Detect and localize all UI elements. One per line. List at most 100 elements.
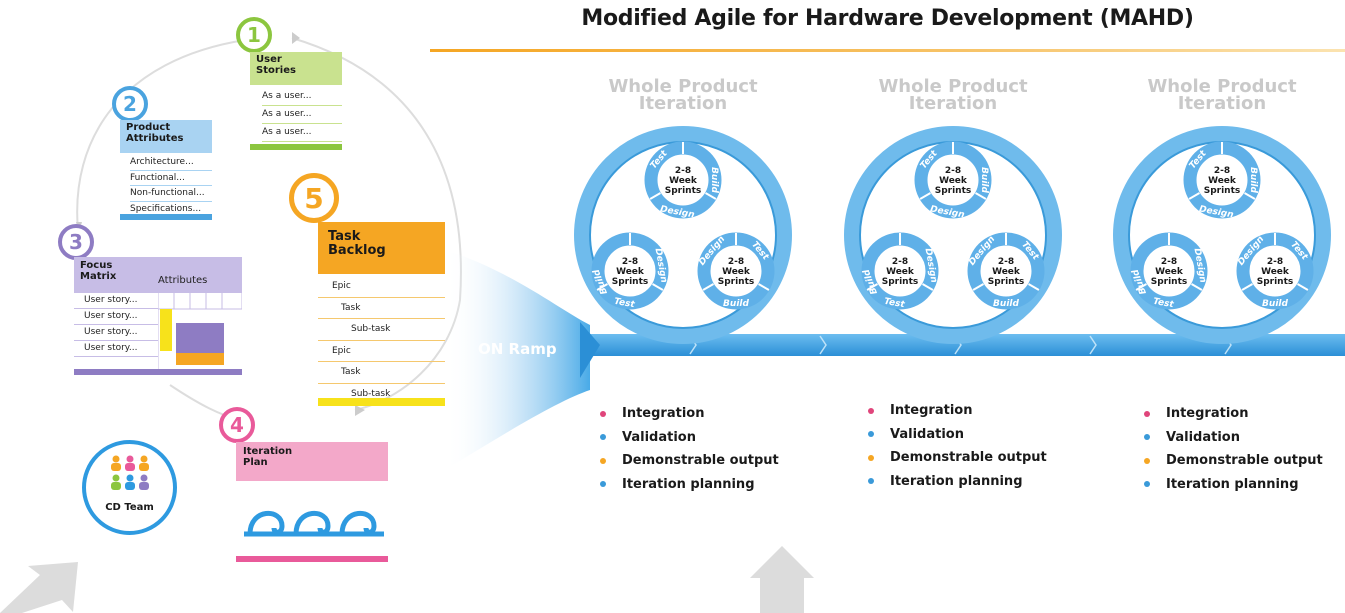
outcome-item: Demonstrable output	[868, 446, 1047, 470]
outcome-label: Validation	[622, 429, 696, 445]
sprint-divider	[758, 283, 770, 291]
outcome-label: Iteration planning	[890, 473, 1023, 489]
attribute-row: Specifications...	[130, 203, 202, 214]
task-backlog-header: Task Backlog	[318, 222, 445, 274]
focus-matrix-row: User story...	[74, 325, 158, 341]
team-people-icon	[111, 455, 149, 490]
sprint-cycle-center	[875, 246, 925, 296]
bullet-dot-icon	[600, 481, 606, 488]
sprint-divider	[1028, 283, 1040, 291]
task-backlog-title-2: Backlog	[328, 242, 386, 258]
phase-label-build: Build	[723, 299, 749, 309]
outcome-item: Demonstrable output	[1144, 449, 1323, 473]
bullet-dot-icon	[868, 407, 874, 414]
phase-label-build: Build	[1262, 299, 1288, 309]
sprint-duration-text: Sprints	[665, 186, 702, 196]
sprint-divider	[975, 192, 987, 200]
focus-matrix-grid	[158, 293, 242, 369]
backlog-row-subtask: Sub-task	[318, 319, 445, 341]
sprint-duration-text: Sprints	[718, 277, 755, 287]
grey-arrow-left	[0, 562, 78, 613]
bullet-dot-icon	[868, 454, 874, 461]
focus-matrix-title-2: Matrix	[80, 271, 117, 282]
iteration-loops-icon	[244, 510, 384, 537]
iteration-title-line1: Whole Product	[1147, 76, 1297, 97]
sprint-duration-text: Week	[1208, 176, 1237, 186]
on-ramp-funnel	[445, 250, 590, 470]
sprint-divider	[922, 283, 934, 291]
sprint-duration-text: Week	[616, 267, 645, 277]
cd-team-label: CD Team	[105, 502, 154, 513]
task-backlog-card: Task Backlog Epic Task Sub-task Epic Tas…	[318, 222, 445, 406]
focus-matrix-footer	[74, 369, 242, 375]
outcome-label: Demonstrable output	[1166, 453, 1323, 469]
iteration-plan-footer	[236, 556, 388, 562]
sprint-duration-text: Week	[722, 267, 751, 277]
sprint-cycle-center	[1197, 155, 1247, 205]
step-4-number: 4	[219, 407, 255, 443]
bullet-dot-icon	[600, 410, 606, 417]
sprint-divider	[866, 283, 878, 291]
outcome-label: Demonstrable output	[622, 453, 779, 469]
sprint-divider	[652, 283, 664, 291]
step-2-number: 2	[112, 86, 148, 122]
bullet-dot-icon	[868, 431, 874, 438]
task-backlog-title-1: Task	[328, 229, 361, 244]
outcome-label: Iteration planning	[1166, 476, 1299, 492]
iteration-plan-title-1: Iteration	[243, 446, 293, 457]
backlog-row-task: Task	[318, 362, 445, 384]
sprint-duration-text: Week	[1155, 267, 1184, 277]
outcome-item: Integration	[1144, 402, 1323, 426]
sprint-divider	[702, 283, 714, 291]
sprint-duration-text: Sprints	[1257, 277, 1294, 287]
focus-matrix-card: Focus Matrix Attributes User story... Us…	[74, 257, 242, 375]
sprint-cycle-center	[605, 246, 655, 296]
focus-matrix-attributes-label: Attributes	[158, 275, 208, 286]
focus-matrix-row: User story...	[74, 341, 158, 357]
focus-matrix-rows: User story... User story... User story..…	[74, 293, 158, 357]
user-stories-card: User Stories As a user... As a user... A…	[250, 52, 342, 150]
product-attributes-header: Product Attributes	[120, 120, 212, 153]
grey-arrow-center	[750, 546, 814, 613]
sprint-duration-text: 2-8	[675, 166, 691, 176]
sprint-cycle-center	[928, 155, 978, 205]
sprint-duration-text: Sprints	[1151, 277, 1188, 287]
focus-matrix-row: User story...	[74, 293, 158, 309]
sprint-duration-text: 2-8	[945, 166, 961, 176]
user-story-row: As a user...	[262, 106, 342, 124]
bullet-dot-icon	[1144, 434, 1150, 441]
bullet-dot-icon	[1144, 481, 1150, 488]
on-ramp-label: ON Ramp	[478, 340, 557, 358]
user-story-row: As a user...	[262, 88, 342, 106]
sprint-duration-text: Week	[939, 176, 968, 186]
phase-label-build: Build	[993, 299, 1019, 309]
product-attributes-title-1: Product	[126, 122, 171, 133]
sprint-duration-text: 2-8	[1161, 257, 1177, 267]
sprint-duration-text: Sprints	[612, 277, 649, 287]
diagram-title: Modified Agile for Hardware Development …	[581, 6, 1194, 31]
product-attributes-card: Product Attributes Architecture... Funct…	[120, 120, 212, 220]
attribute-row: Non-functional...	[130, 186, 212, 202]
outcome-item: Integration	[868, 399, 1047, 423]
cycle-arc	[76, 39, 246, 231]
sprint-duration-text: Week	[1261, 267, 1290, 277]
sprint-duration-text: 2-8	[622, 257, 638, 267]
iteration-title-line2: Iteration	[638, 93, 728, 115]
backlog-row-epic: Epic	[318, 276, 445, 298]
sprint-cycle-center	[658, 155, 708, 205]
sprint-duration-text: 2-8	[998, 257, 1014, 267]
outcome-label: Iteration planning	[622, 476, 755, 492]
sprint-divider	[1191, 283, 1203, 291]
sprint-divider	[596, 283, 608, 291]
sprint-duration-text: 2-8	[1214, 166, 1230, 176]
outcome-item: Iteration planning	[600, 473, 779, 497]
iteration-plan-header: Iteration Plan	[236, 442, 388, 481]
sprint-divider	[705, 192, 717, 200]
backlog-row-epic: Epic	[318, 341, 445, 362]
